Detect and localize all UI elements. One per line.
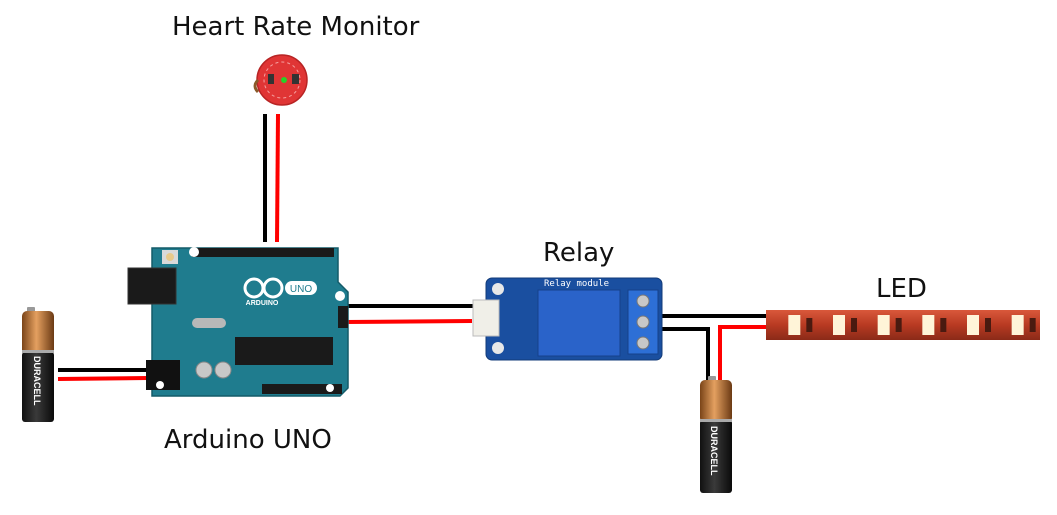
wire-red	[718, 325, 768, 382]
label-relay: Relay	[543, 238, 615, 268]
label-heart-rate-monitor: Heart Rate Monitor	[172, 12, 420, 42]
led-strip	[766, 310, 1040, 340]
wire-black	[662, 327, 710, 382]
led-resistor	[940, 318, 947, 332]
wire-red	[344, 319, 473, 324]
label-arduino-uno: Arduino UNO	[164, 425, 332, 455]
led-segment	[1011, 315, 1024, 335]
led-resistor	[851, 318, 857, 332]
arduino-board: UNO ARDUINO	[127, 247, 349, 397]
wires-battery-arduino	[57, 368, 149, 381]
arduino-logo-text: UNO	[290, 284, 312, 295]
wires-arduino-relay	[344, 304, 484, 324]
wires-relay-led	[662, 314, 768, 382]
relay-board-text: Relay module	[544, 279, 609, 289]
led-segment	[788, 315, 801, 335]
label-led: LED	[876, 274, 927, 304]
led-resistor	[895, 318, 902, 332]
battery-left: DURACELL	[22, 307, 54, 422]
battery-right: DURACELL	[700, 376, 732, 493]
battery-brand: DURACELL	[32, 356, 42, 406]
battery-brand: DURACELL	[709, 426, 719, 476]
led-segment	[922, 315, 935, 335]
led-segment	[833, 315, 845, 335]
wire-red	[57, 376, 149, 381]
wire-red	[275, 113, 280, 243]
led-segment	[877, 315, 890, 335]
arduino-brand-text: ARDUINO	[246, 300, 279, 307]
led-segment	[967, 315, 979, 335]
led-resistor	[806, 318, 813, 332]
wires-heart-monitor	[263, 113, 280, 243]
relay-module: Relay module	[472, 277, 663, 361]
led-resistor	[985, 318, 991, 332]
arduino-logo-icon	[243, 277, 317, 299]
heart-rate-sensor	[253, 54, 308, 106]
led-resistor	[1029, 318, 1036, 332]
